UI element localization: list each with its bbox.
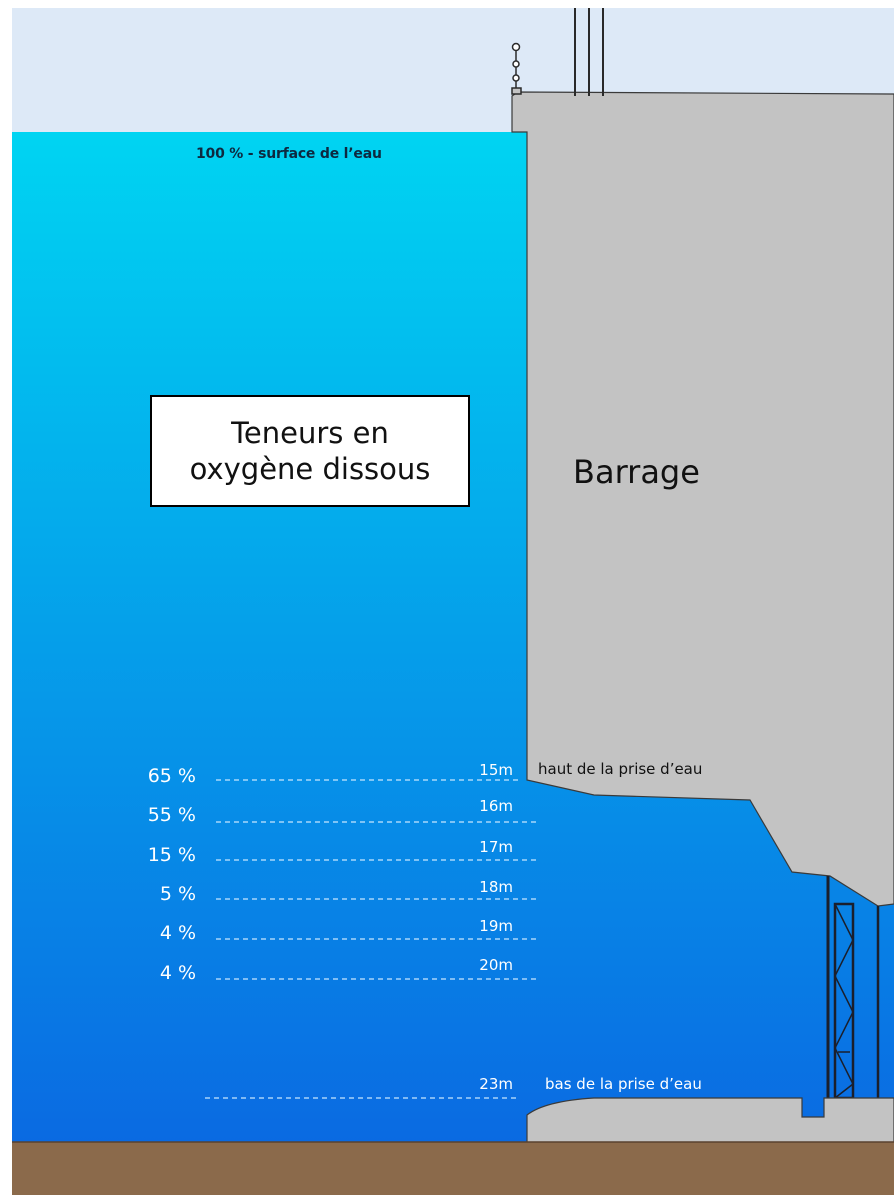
oxygen-value-16m: 55 % bbox=[147, 804, 196, 826]
depth-label-19m: 19m bbox=[479, 917, 513, 935]
depth-label-18m: 18m bbox=[479, 878, 513, 896]
dam-masts bbox=[574, 8, 604, 96]
oxygen-value-18m: 5 % bbox=[159, 883, 196, 905]
oxygen-value-20m: 4 % bbox=[159, 962, 196, 984]
intake-gate bbox=[826, 876, 880, 1100]
depth-label-23m: 23m bbox=[479, 1075, 513, 1093]
antenna-icon bbox=[511, 42, 522, 95]
surface-label: 100 % - surface de l’eau bbox=[196, 146, 382, 162]
title-line-2: oxygène dissous bbox=[189, 452, 431, 486]
dam-label: Barrage bbox=[573, 453, 700, 491]
dam-body bbox=[511, 91, 894, 907]
depth-label-17m: 17m bbox=[479, 838, 513, 856]
oxygen-value-17m: 15 % bbox=[147, 844, 196, 866]
depth-label-20m: 20m bbox=[479, 956, 513, 974]
title-line-1: Teneurs en bbox=[231, 415, 389, 450]
intake-bottom-label: bas de la prise d’eau bbox=[545, 1075, 702, 1093]
oxygen-value-15m: 65 % bbox=[147, 765, 196, 787]
oxygen-value-19m: 4 % bbox=[159, 922, 196, 944]
depth-label-16m: 16m bbox=[479, 797, 513, 815]
title-box: Teneurs en oxygène dissous bbox=[150, 395, 470, 507]
level-lines bbox=[205, 779, 536, 1099]
intake-top-label: haut de la prise d’eau bbox=[538, 760, 703, 778]
dam-sill bbox=[526, 1097, 894, 1145]
depth-label-15m: 15m bbox=[479, 761, 513, 779]
ground bbox=[12, 1142, 894, 1195]
